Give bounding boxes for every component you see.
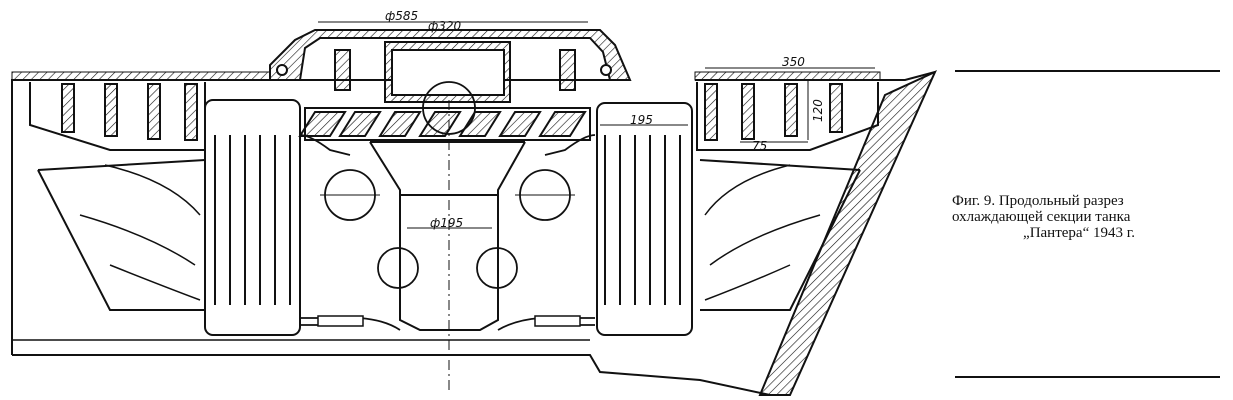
caption-line-2: охлаждающей секции танка	[952, 209, 1131, 225]
caption-bottom-rule	[955, 376, 1220, 378]
left-fan-shroud	[37, 159, 206, 311]
dimension-fin-height: 120	[811, 99, 825, 122]
caption-line-3: „Пантера“ 1943 г.	[1023, 225, 1135, 241]
bearing-circles	[320, 81, 575, 289]
dimension-duct-diameter: ф195	[430, 216, 463, 230]
figure-caption: Фиг. 9. Продольный разрез охлаждающей се…	[952, 193, 1220, 241]
right-fan-shroud	[699, 159, 861, 311]
left-radiator	[204, 99, 301, 336]
fan-impeller	[298, 107, 591, 141]
right-top-plate	[694, 71, 881, 81]
fan-housing	[269, 29, 632, 103]
lower-casing	[299, 134, 596, 331]
right-side-armor	[758, 69, 938, 396]
dimension-lines	[318, 21, 875, 229]
dimension-inner-diameter: ф320	[428, 19, 462, 33]
left-top-plate	[11, 71, 271, 81]
central-duct	[369, 100, 526, 390]
cooling-section-drawing: ф585 ф320 ф195 195 350 120 75	[11, 9, 938, 396]
right-radiator	[596, 102, 693, 336]
dimension-fin-pitch: 75	[752, 139, 767, 153]
dimension-section-width: 350	[782, 55, 805, 69]
caption-top-rule	[955, 70, 1220, 72]
caption-line-1: Фиг. 9. Продольный разрез	[952, 193, 1124, 209]
left-fin-block	[29, 82, 206, 151]
bottom-bolts	[317, 315, 581, 327]
dimension-outer-diameter: ф585	[385, 9, 418, 23]
dimension-radiator-width: 195	[630, 113, 653, 127]
right-fin-block	[696, 82, 879, 151]
